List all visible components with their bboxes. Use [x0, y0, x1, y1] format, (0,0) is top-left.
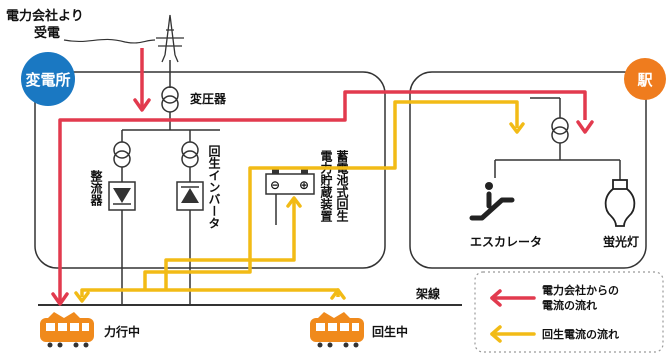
- escalator-label: エスカレータ: [470, 235, 542, 249]
- train-powering-label: 力行中: [104, 324, 140, 339]
- train-regenerating-label: 回生中: [372, 324, 408, 339]
- station-transformer-icon: [494, 97, 621, 180]
- substation-box: [34, 71, 386, 269]
- station-badge: [624, 58, 666, 100]
- legend-box: [474, 271, 664, 353]
- escalator-icon: [469, 182, 515, 221]
- legend-supply-line1: 電力会社からの: [542, 283, 619, 297]
- inverter-label: 回生インバータ: [207, 145, 221, 229]
- train-regenerating-icon: [310, 312, 364, 348]
- substation-bus: [121, 129, 220, 142]
- train-powering-icon: [40, 312, 94, 348]
- rectifier-transformer-icon: [113, 141, 131, 305]
- battery-icon: [265, 169, 315, 225]
- overhead-line-label: 架線: [415, 286, 440, 301]
- station-label: 駅: [636, 71, 653, 89]
- rectifier-label: 整流器: [89, 169, 103, 207]
- source-label-line1: 電力会社より: [6, 8, 84, 24]
- inverter-transformer-icon: [181, 141, 199, 305]
- legend-regen-swatch: [490, 325, 536, 343]
- battery-plus-symbol: ⊕: [299, 178, 309, 192]
- lamp-icon: [604, 179, 636, 227]
- lamp-label: 蛍光灯: [603, 234, 639, 249]
- source-leader-line: [63, 38, 156, 44]
- station-box: [409, 71, 647, 269]
- transformer-label: 変圧器: [190, 91, 227, 106]
- rectifier-icon: [108, 181, 136, 211]
- battery-minus-symbol: ⊖: [270, 178, 280, 192]
- legend-supply-swatch: [490, 289, 536, 307]
- supply-flow-path: [58, 48, 587, 302]
- inverter-icon: [176, 181, 204, 211]
- regen-flow-arrowheads: [74, 122, 525, 303]
- transmission-tower-icon: [156, 14, 184, 63]
- supply-flow-arrowheads: [51, 98, 594, 306]
- storage-label-col1: 蓄電池式回生: [335, 149, 349, 223]
- substation-label: 変電所: [25, 71, 70, 89]
- regen-flow-path: [80, 100, 519, 297]
- legend-supply-line2: 電流の流れ: [542, 298, 597, 312]
- source-label-line2: 受電: [34, 25, 60, 41]
- legend-regen-label: 回生電流の流れ: [542, 327, 619, 341]
- substation-badge: [21, 52, 75, 106]
- storage-label-col2: 電力貯蔵装置: [319, 150, 333, 222]
